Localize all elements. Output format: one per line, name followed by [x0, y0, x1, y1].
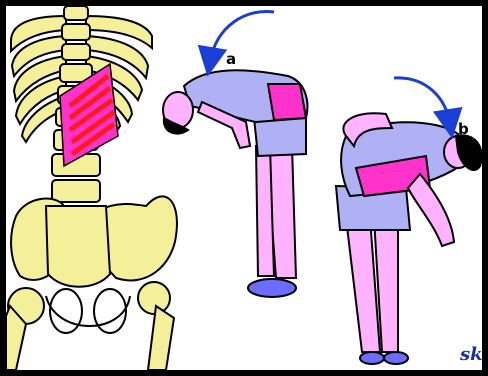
- label-b: b: [458, 120, 469, 138]
- label-a: a: [226, 50, 236, 68]
- signature: sk: [460, 344, 482, 365]
- illustration-panel: a b sk: [6, 6, 482, 370]
- curved-arrow-icon: [6, 6, 482, 370]
